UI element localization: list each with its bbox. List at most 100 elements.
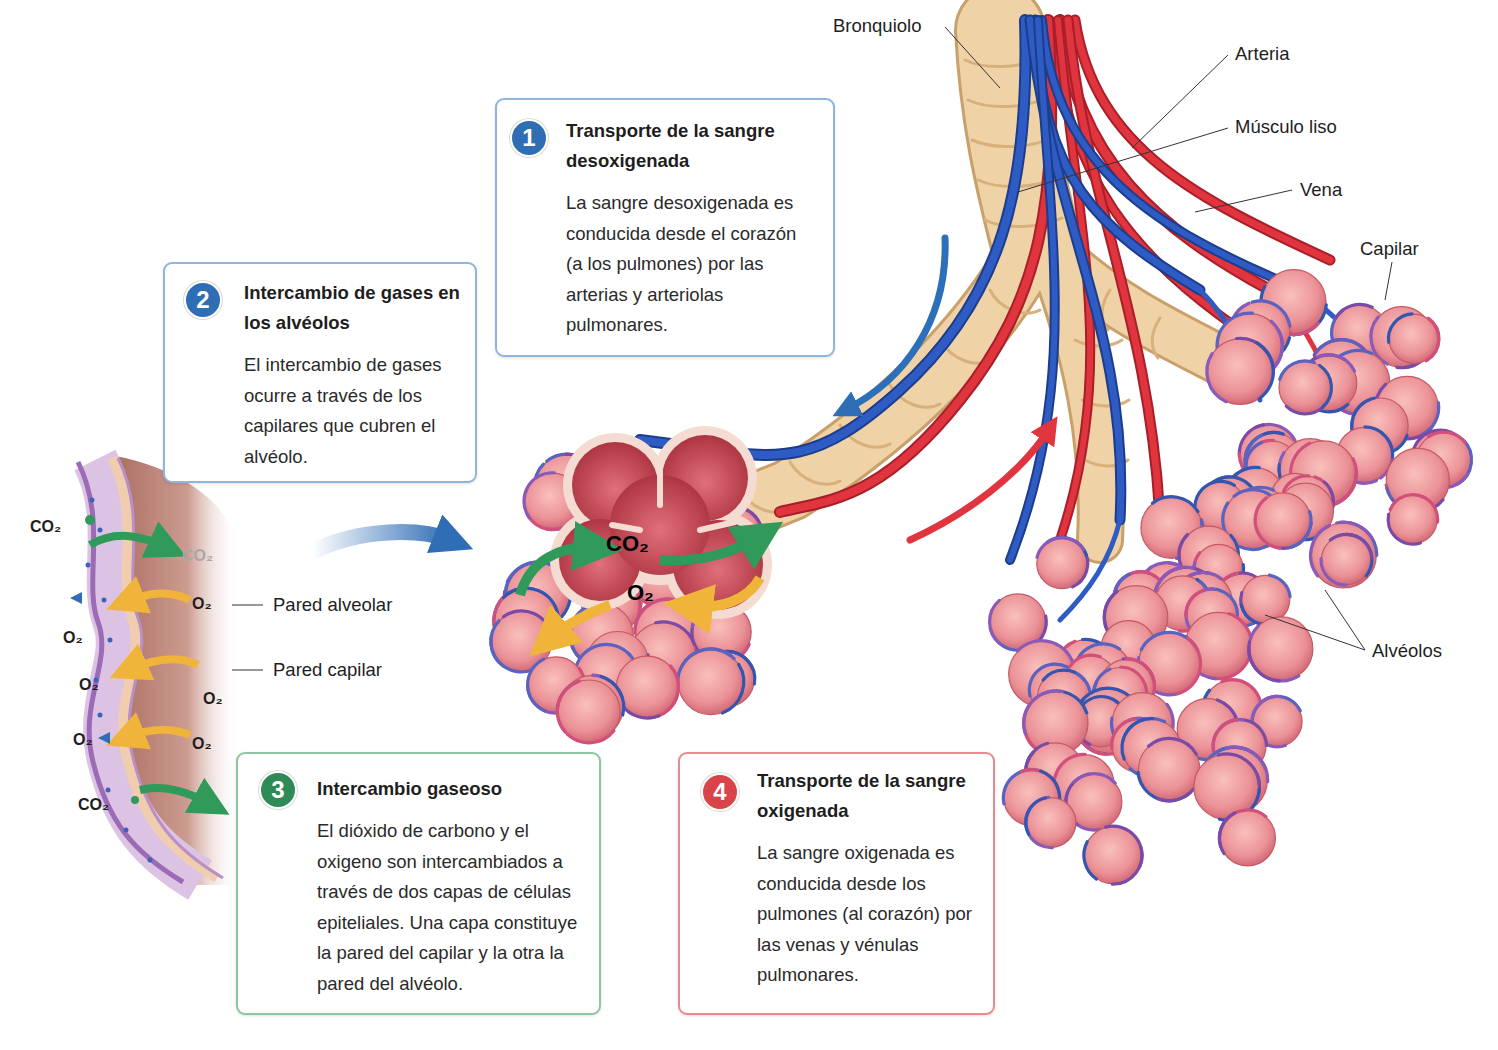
callout-box: Transporte de la sangre oxigenada La sang…	[678, 752, 995, 1015]
capillary-net	[1138, 773, 1188, 801]
capillary-net	[1346, 534, 1372, 575]
callout-heading: Transporte de la sangre oxigenada	[757, 766, 989, 826]
capillary-net	[1026, 798, 1046, 835]
capillary-net	[1219, 813, 1234, 847]
wall-detail-part	[128, 659, 198, 670]
wall-detail-part-part	[106, 788, 111, 793]
capillary-net	[1112, 848, 1142, 884]
capillary-net	[1280, 361, 1314, 379]
callout-number: 3	[259, 771, 297, 809]
capillary-net	[722, 664, 743, 713]
capillary-net	[1074, 774, 1115, 783]
blood-vessels-part	[1035, 20, 1200, 290]
capillary-net	[650, 694, 678, 718]
wall-detail-part-part	[85, 515, 95, 525]
callout-body: El dióxido de carbono y el oxigeno son i…	[317, 816, 589, 999]
capillary-net	[1026, 811, 1053, 848]
wall-detail-part-part	[86, 563, 91, 568]
leader-line-part	[945, 27, 1000, 88]
capillary-net	[1037, 538, 1084, 558]
capillary-net	[1365, 427, 1393, 457]
capillary-net	[1070, 655, 1101, 667]
capillary-net	[1149, 738, 1197, 754]
capillary-net	[1218, 754, 1259, 786]
wall-detail-part-part	[98, 528, 103, 533]
capillary-net	[1241, 593, 1269, 625]
capillary-net	[1320, 366, 1332, 408]
alveolus	[1220, 810, 1276, 866]
gas-label: O₂	[63, 627, 83, 649]
capillary-net	[1257, 343, 1274, 399]
wall-detail-part	[85, 515, 139, 804]
capillary-net	[1249, 649, 1299, 681]
callout-box: Intercambio de gases en los alvéolosEl i…	[163, 262, 477, 483]
blood-vessels-part	[1010, 20, 1055, 560]
capillary-net	[1429, 432, 1466, 442]
gas-label: O₂	[627, 582, 654, 604]
wall-detail	[70, 455, 240, 885]
capillary-net	[1336, 304, 1372, 317]
blood-vessels-part	[1060, 285, 1370, 620]
blood-vessels-part	[1010, 20, 1055, 560]
capillary-net	[504, 611, 552, 637]
gas-label: CO₂	[182, 545, 213, 567]
alveolus	[1026, 798, 1076, 848]
wall-detail-part-part	[124, 828, 129, 833]
capillary-net	[1249, 642, 1279, 681]
capillary-net	[1330, 534, 1372, 558]
alveolus	[1139, 739, 1200, 800]
wall-detail-part	[112, 458, 217, 878]
capillary-net	[491, 636, 532, 672]
cut-alveolus	[520, 426, 772, 640]
part-label: Arteria	[1235, 43, 1290, 65]
part-label: Pared capilar	[273, 659, 382, 681]
alveolus	[1037, 538, 1087, 588]
part-label: Alvéolos	[1372, 640, 1442, 662]
part-label: Capilar	[1360, 238, 1419, 260]
part-label: Pared alveolar	[273, 594, 392, 616]
callout-box: Intercambio gaseosoEl dióxido de carbono…	[236, 752, 601, 1015]
callout-number-text: 2	[196, 286, 209, 313]
wall-detail-part-part	[102, 598, 107, 603]
callout-box: Transporte de la sangre desoxigenadaLa s…	[495, 98, 835, 357]
callout-body: La sangre oxigenada es conducida desde l…	[757, 838, 989, 991]
alveolus	[1311, 523, 1376, 588]
capillary-net	[1043, 691, 1087, 713]
leader-line-part	[1385, 262, 1392, 300]
gas-label: O₂	[192, 593, 212, 615]
capillary-net	[656, 622, 695, 645]
capillary-net	[1177, 638, 1200, 694]
leader-line-part	[1018, 128, 1228, 192]
capillary-net	[1234, 490, 1272, 497]
capillary-net	[1106, 826, 1142, 867]
wall-detail-part-part	[131, 796, 139, 804]
capillary-net	[1207, 354, 1226, 402]
callout-heading: Intercambio de gases en los alvéolos	[244, 278, 466, 338]
callout-body: La sangre desoxigenada es conducida desd…	[566, 188, 816, 341]
capillary-net	[1084, 842, 1097, 879]
flow-arrow-part	[845, 238, 945, 410]
cut-alveolus-part	[688, 578, 760, 607]
capillary-net	[1423, 497, 1438, 522]
flow-arrow-part	[910, 428, 1050, 540]
wall-detail-part	[125, 730, 190, 738]
capillary-net	[1388, 514, 1420, 544]
alveolus	[1249, 617, 1313, 681]
capillary-net	[491, 621, 504, 666]
callout-number-text: 1	[522, 124, 535, 151]
leader-line-part	[232, 670, 263, 671]
alveolus	[1084, 827, 1141, 884]
alveolus	[1322, 535, 1372, 585]
alveolus	[678, 649, 743, 714]
gas-label: O₂	[203, 688, 223, 710]
callout-text-area: Transporte de la sangre oxigenada La sang…	[757, 766, 989, 991]
capillary-net	[1390, 495, 1425, 510]
capillary-net	[1426, 319, 1439, 361]
alveolus	[1207, 339, 1273, 405]
alveolus	[1389, 314, 1438, 363]
callout-number: 1	[510, 119, 548, 157]
wall-detail-part	[70, 592, 110, 744]
blood-vessels-part	[1035, 20, 1200, 290]
wall-detail-part-part	[90, 498, 95, 503]
